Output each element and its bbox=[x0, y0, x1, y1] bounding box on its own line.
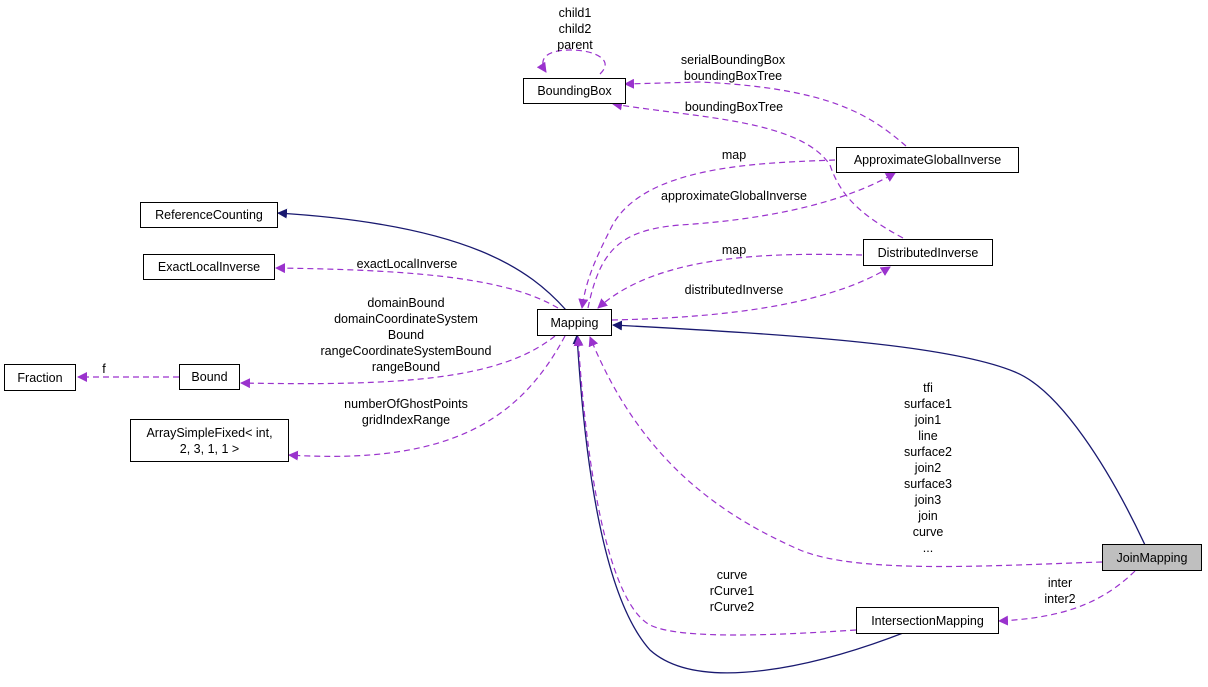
edge-agi-uses-boundingbox bbox=[624, 78, 907, 147]
label-agi-to-mapping: map bbox=[722, 147, 746, 163]
label-intersectionmapping-to-mapping: curve rCurve1 rCurve2 bbox=[710, 567, 754, 615]
label-joinmapping-to-intersectionmapping: inter inter2 bbox=[1044, 575, 1075, 607]
label-mapping-to-exactlocalinverse: exactLocalInverse bbox=[357, 256, 458, 272]
label-line: rangeCoordinateSystemBound bbox=[320, 344, 492, 358]
label-line: distributedInverse bbox=[684, 283, 784, 297]
label-line: rCurve1 bbox=[709, 584, 755, 598]
edge-intersectionmapping-inherits-mapping bbox=[572, 334, 904, 674]
node-intersection-mapping[interactable]: IntersectionMapping bbox=[856, 607, 999, 634]
node-reference-counting[interactable]: ReferenceCounting bbox=[140, 202, 278, 228]
label-line: join3 bbox=[914, 493, 942, 507]
label-line: tfi bbox=[923, 381, 933, 395]
edge-di-uses-mapping bbox=[597, 253, 863, 309]
label-line: surface2 bbox=[904, 445, 952, 459]
label-line: rangeBound bbox=[371, 360, 441, 374]
edge-di-uses-boundingbox bbox=[612, 100, 904, 239]
label-line: surface1 bbox=[904, 397, 952, 411]
label-agi-to-boundingbox: serialBoundingBox boundingBoxTree bbox=[681, 52, 785, 84]
node-array-simple-fixed-line1: ArraySimpleFixed< int, bbox=[146, 425, 273, 440]
edge-mapping-uses-agi bbox=[587, 172, 896, 309]
label-line: join bbox=[918, 509, 938, 523]
label-line: line bbox=[918, 429, 938, 443]
label-mapping-to-agi: approximateGlobalInverse bbox=[661, 188, 807, 204]
label-di-to-boundingbox: boundingBoxTree bbox=[685, 99, 783, 115]
label-line: join2 bbox=[914, 461, 942, 475]
edge-agi-uses-mapping bbox=[578, 159, 836, 309]
label-line: inter bbox=[1047, 576, 1073, 590]
label-boundingbox-self: child1 child2 parent bbox=[557, 5, 592, 53]
node-distributed-inverse[interactable]: DistributedInverse bbox=[863, 239, 993, 266]
label-bound-to-fraction: f bbox=[102, 361, 105, 377]
node-bound[interactable]: Bound bbox=[179, 364, 240, 390]
label-line: Bound bbox=[387, 328, 425, 342]
node-bounding-box[interactable]: BoundingBox bbox=[523, 78, 626, 104]
label-di-to-mapping: map bbox=[722, 242, 746, 258]
edge-mapping-uses-di bbox=[611, 266, 891, 321]
label-line: map bbox=[721, 243, 747, 257]
label-line: curve bbox=[716, 568, 748, 582]
label-line: serialBoundingBox bbox=[680, 53, 786, 67]
node-join-mapping[interactable]: JoinMapping bbox=[1102, 544, 1202, 571]
edge-mapping-inherits-referencecounting bbox=[277, 208, 567, 311]
label-line: domainCoordinateSystem bbox=[334, 312, 478, 326]
label-mapping-to-di: distributedInverse bbox=[685, 282, 784, 298]
edge-boundingbox-self-reference bbox=[536, 49, 606, 75]
label-line: ... bbox=[922, 541, 934, 555]
edge-intersectionmapping-uses-mapping bbox=[573, 336, 857, 636]
label-line: inter2 bbox=[1044, 592, 1076, 606]
node-array-simple-fixed[interactable]: ArraySimpleFixed< int, 2, 3, 1, 1 > bbox=[130, 419, 289, 462]
edge-mapping-uses-arrayfixed bbox=[288, 335, 566, 461]
label-line: boundingBoxTree bbox=[683, 69, 783, 83]
edge-mapping-uses-exactlocalinverse bbox=[275, 263, 559, 309]
label-line: gridIndexRange bbox=[361, 413, 451, 427]
node-approximate-global-inverse[interactable]: ApproximateGlobalInverse bbox=[836, 147, 1019, 173]
label-mapping-to-arrayfixed: numberOfGhostPoints gridIndexRange bbox=[344, 396, 468, 428]
node-exact-local-inverse[interactable]: ExactLocalInverse bbox=[143, 254, 275, 280]
label-line: boundingBoxTree bbox=[684, 100, 784, 114]
edge-mapping-uses-bound bbox=[240, 335, 556, 389]
edge-joinmapping-inherits-mapping bbox=[612, 320, 1146, 546]
label-mapping-to-bound: domainBound domainCoordinateSystem Bound… bbox=[321, 295, 492, 375]
label-line: surface3 bbox=[904, 477, 952, 491]
label-line: f bbox=[102, 362, 106, 376]
label-line: approximateGlobalInverse bbox=[661, 189, 807, 203]
label-line: numberOfGhostPoints bbox=[344, 397, 468, 411]
label-line: join1 bbox=[914, 413, 942, 427]
label-line: map bbox=[721, 148, 747, 162]
label-line: domainBound bbox=[367, 296, 445, 310]
edge-joinmapping-uses-mapping bbox=[588, 336, 1103, 568]
label-line: child1 bbox=[558, 6, 592, 20]
node-mapping[interactable]: Mapping bbox=[537, 309, 612, 336]
label-line: exactLocalInverse bbox=[356, 257, 458, 271]
label-line: parent bbox=[557, 38, 593, 52]
label-line: curve bbox=[912, 525, 944, 539]
label-line: rCurve2 bbox=[709, 600, 755, 614]
node-fraction[interactable]: Fraction bbox=[4, 364, 76, 391]
label-line: child2 bbox=[558, 22, 592, 36]
node-array-simple-fixed-line2: 2, 3, 1, 1 > bbox=[179, 441, 240, 456]
label-joinmapping-to-mapping: tfi surface1 join1 line surface2 join2 s… bbox=[904, 380, 952, 556]
